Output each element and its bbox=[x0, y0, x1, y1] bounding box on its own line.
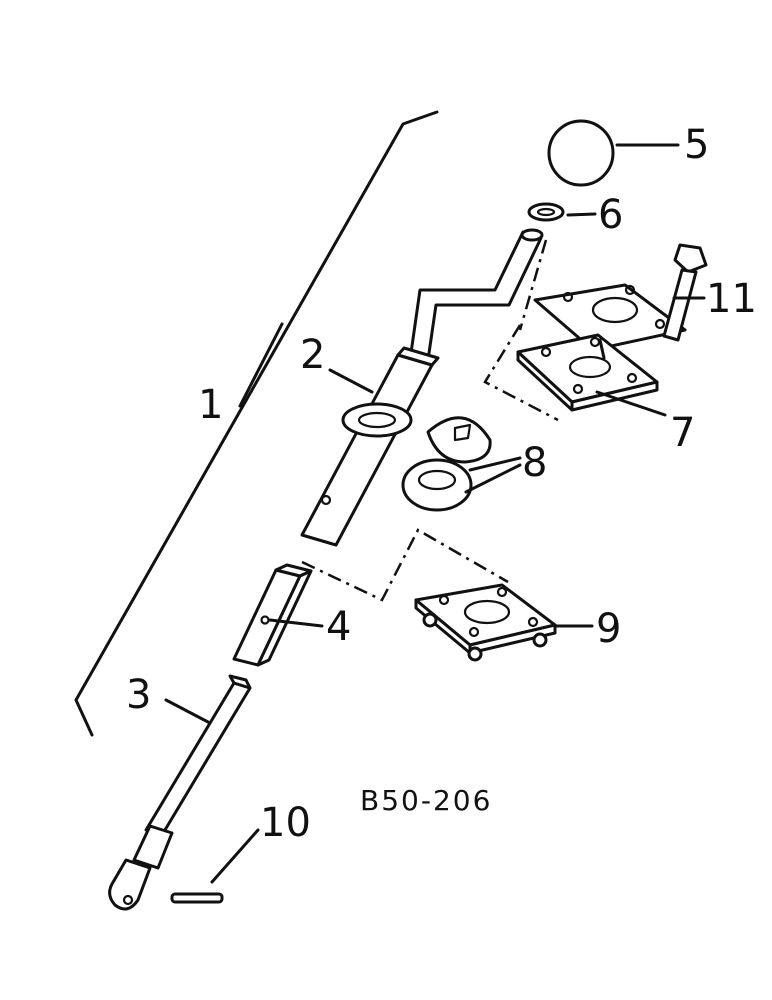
callout-10: 10 bbox=[260, 800, 311, 846]
assembly-bracket bbox=[74, 110, 439, 737]
callout-8: 8 bbox=[522, 440, 547, 486]
lever-collar bbox=[341, 402, 413, 438]
washer bbox=[527, 202, 565, 222]
centerline-lower bbox=[301, 528, 509, 602]
callout-9: 9 bbox=[596, 606, 621, 652]
centerline-upper bbox=[483, 324, 559, 422]
callout-1: 1 bbox=[198, 382, 223, 428]
boots bbox=[401, 416, 492, 512]
bolt bbox=[662, 243, 708, 342]
leader-lines bbox=[164, 143, 706, 884]
callout-7: 7 bbox=[670, 410, 695, 456]
callout-11: 11 bbox=[706, 276, 757, 322]
callout-5: 5 bbox=[684, 122, 709, 168]
lever-tube bbox=[300, 346, 440, 547]
shift-lever-upper bbox=[408, 228, 544, 362]
callout-3: 3 bbox=[126, 672, 151, 718]
shift-knob bbox=[547, 119, 615, 187]
base-plate bbox=[414, 583, 557, 662]
callout-4: 4 bbox=[326, 604, 351, 650]
reference-code: B50-206 bbox=[360, 784, 492, 817]
callout-6: 6 bbox=[598, 192, 623, 238]
lower-shaft bbox=[108, 674, 252, 911]
cover-plate bbox=[516, 333, 659, 412]
square-block bbox=[232, 563, 313, 667]
roll-pin bbox=[170, 892, 224, 904]
gasket-plate bbox=[533, 283, 687, 352]
callout-2: 2 bbox=[300, 332, 325, 378]
